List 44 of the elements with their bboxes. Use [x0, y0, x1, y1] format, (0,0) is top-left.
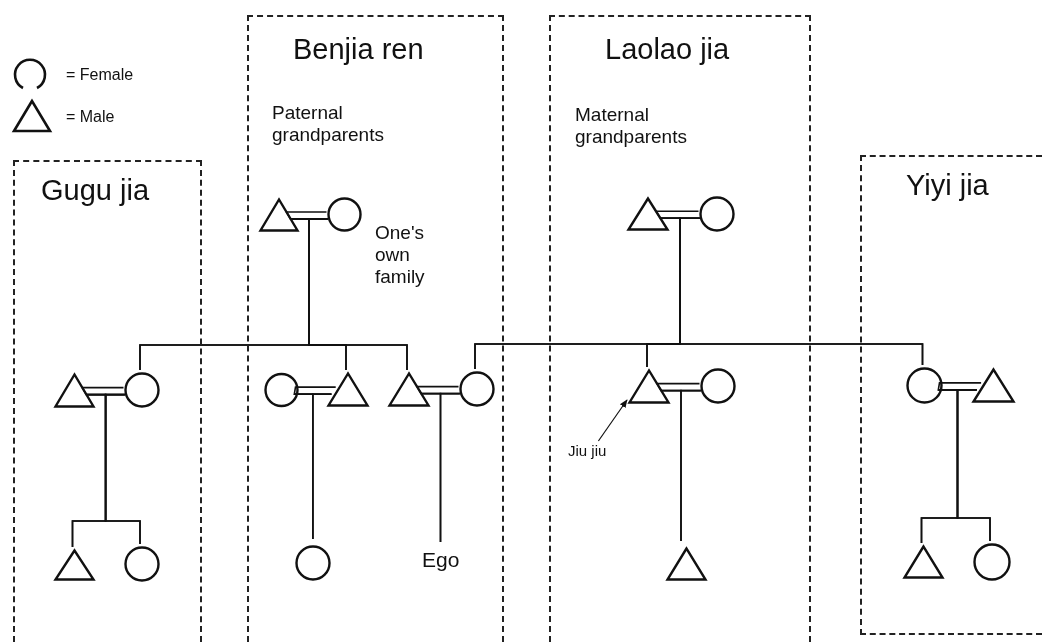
female-circle — [264, 372, 299, 408]
male-triangle — [388, 372, 430, 407]
dashed-region — [247, 15, 504, 642]
group-title: Laolao jia — [605, 35, 730, 64]
marriage-line — [293, 386, 337, 395]
male-triangle — [666, 547, 707, 581]
descent-line — [956, 389, 991, 542]
male-triangle — [54, 373, 95, 408]
descent-line — [308, 218, 408, 371]
male-triangle — [627, 197, 669, 231]
male-triangle — [327, 372, 369, 407]
annotation-text: One's own family — [375, 222, 426, 288]
male-triangle — [259, 198, 299, 232]
female-circle — [906, 367, 943, 404]
leader-arrow — [597, 399, 628, 442]
kin-label: Jiu jiu — [568, 443, 607, 460]
male-triangle — [903, 545, 944, 579]
male-triangle — [972, 368, 1015, 403]
annotation-text: Maternal grandparents — [575, 104, 688, 148]
descent-line — [104, 393, 141, 545]
female-circle — [699, 196, 735, 232]
dashed-region — [549, 15, 811, 642]
descent-line — [680, 389, 702, 542]
female-circle — [327, 197, 362, 232]
female-circle — [459, 371, 495, 407]
female-circle — [124, 372, 160, 408]
legend-label: = Female — [66, 66, 134, 84]
female-circle — [700, 368, 736, 404]
kin-label: Ego — [422, 548, 460, 572]
descent-line — [312, 393, 333, 540]
group-title: Yiyi jia — [906, 171, 989, 200]
dashed-region — [860, 155, 1042, 635]
female-circle — [973, 543, 1011, 581]
male-triangle — [54, 549, 95, 581]
male-triangle — [628, 369, 670, 404]
descent-line — [439, 392, 461, 543]
marriage-line — [937, 382, 982, 391]
legend-label: = Male — [66, 108, 115, 126]
group-title: Gugu jia — [41, 176, 149, 205]
dashed-region — [13, 160, 202, 642]
female-circle — [124, 546, 160, 582]
female-circle — [295, 545, 331, 581]
group-title: Benjia ren — [293, 35, 424, 64]
annotation-text: Paternal grandparents — [272, 102, 385, 146]
